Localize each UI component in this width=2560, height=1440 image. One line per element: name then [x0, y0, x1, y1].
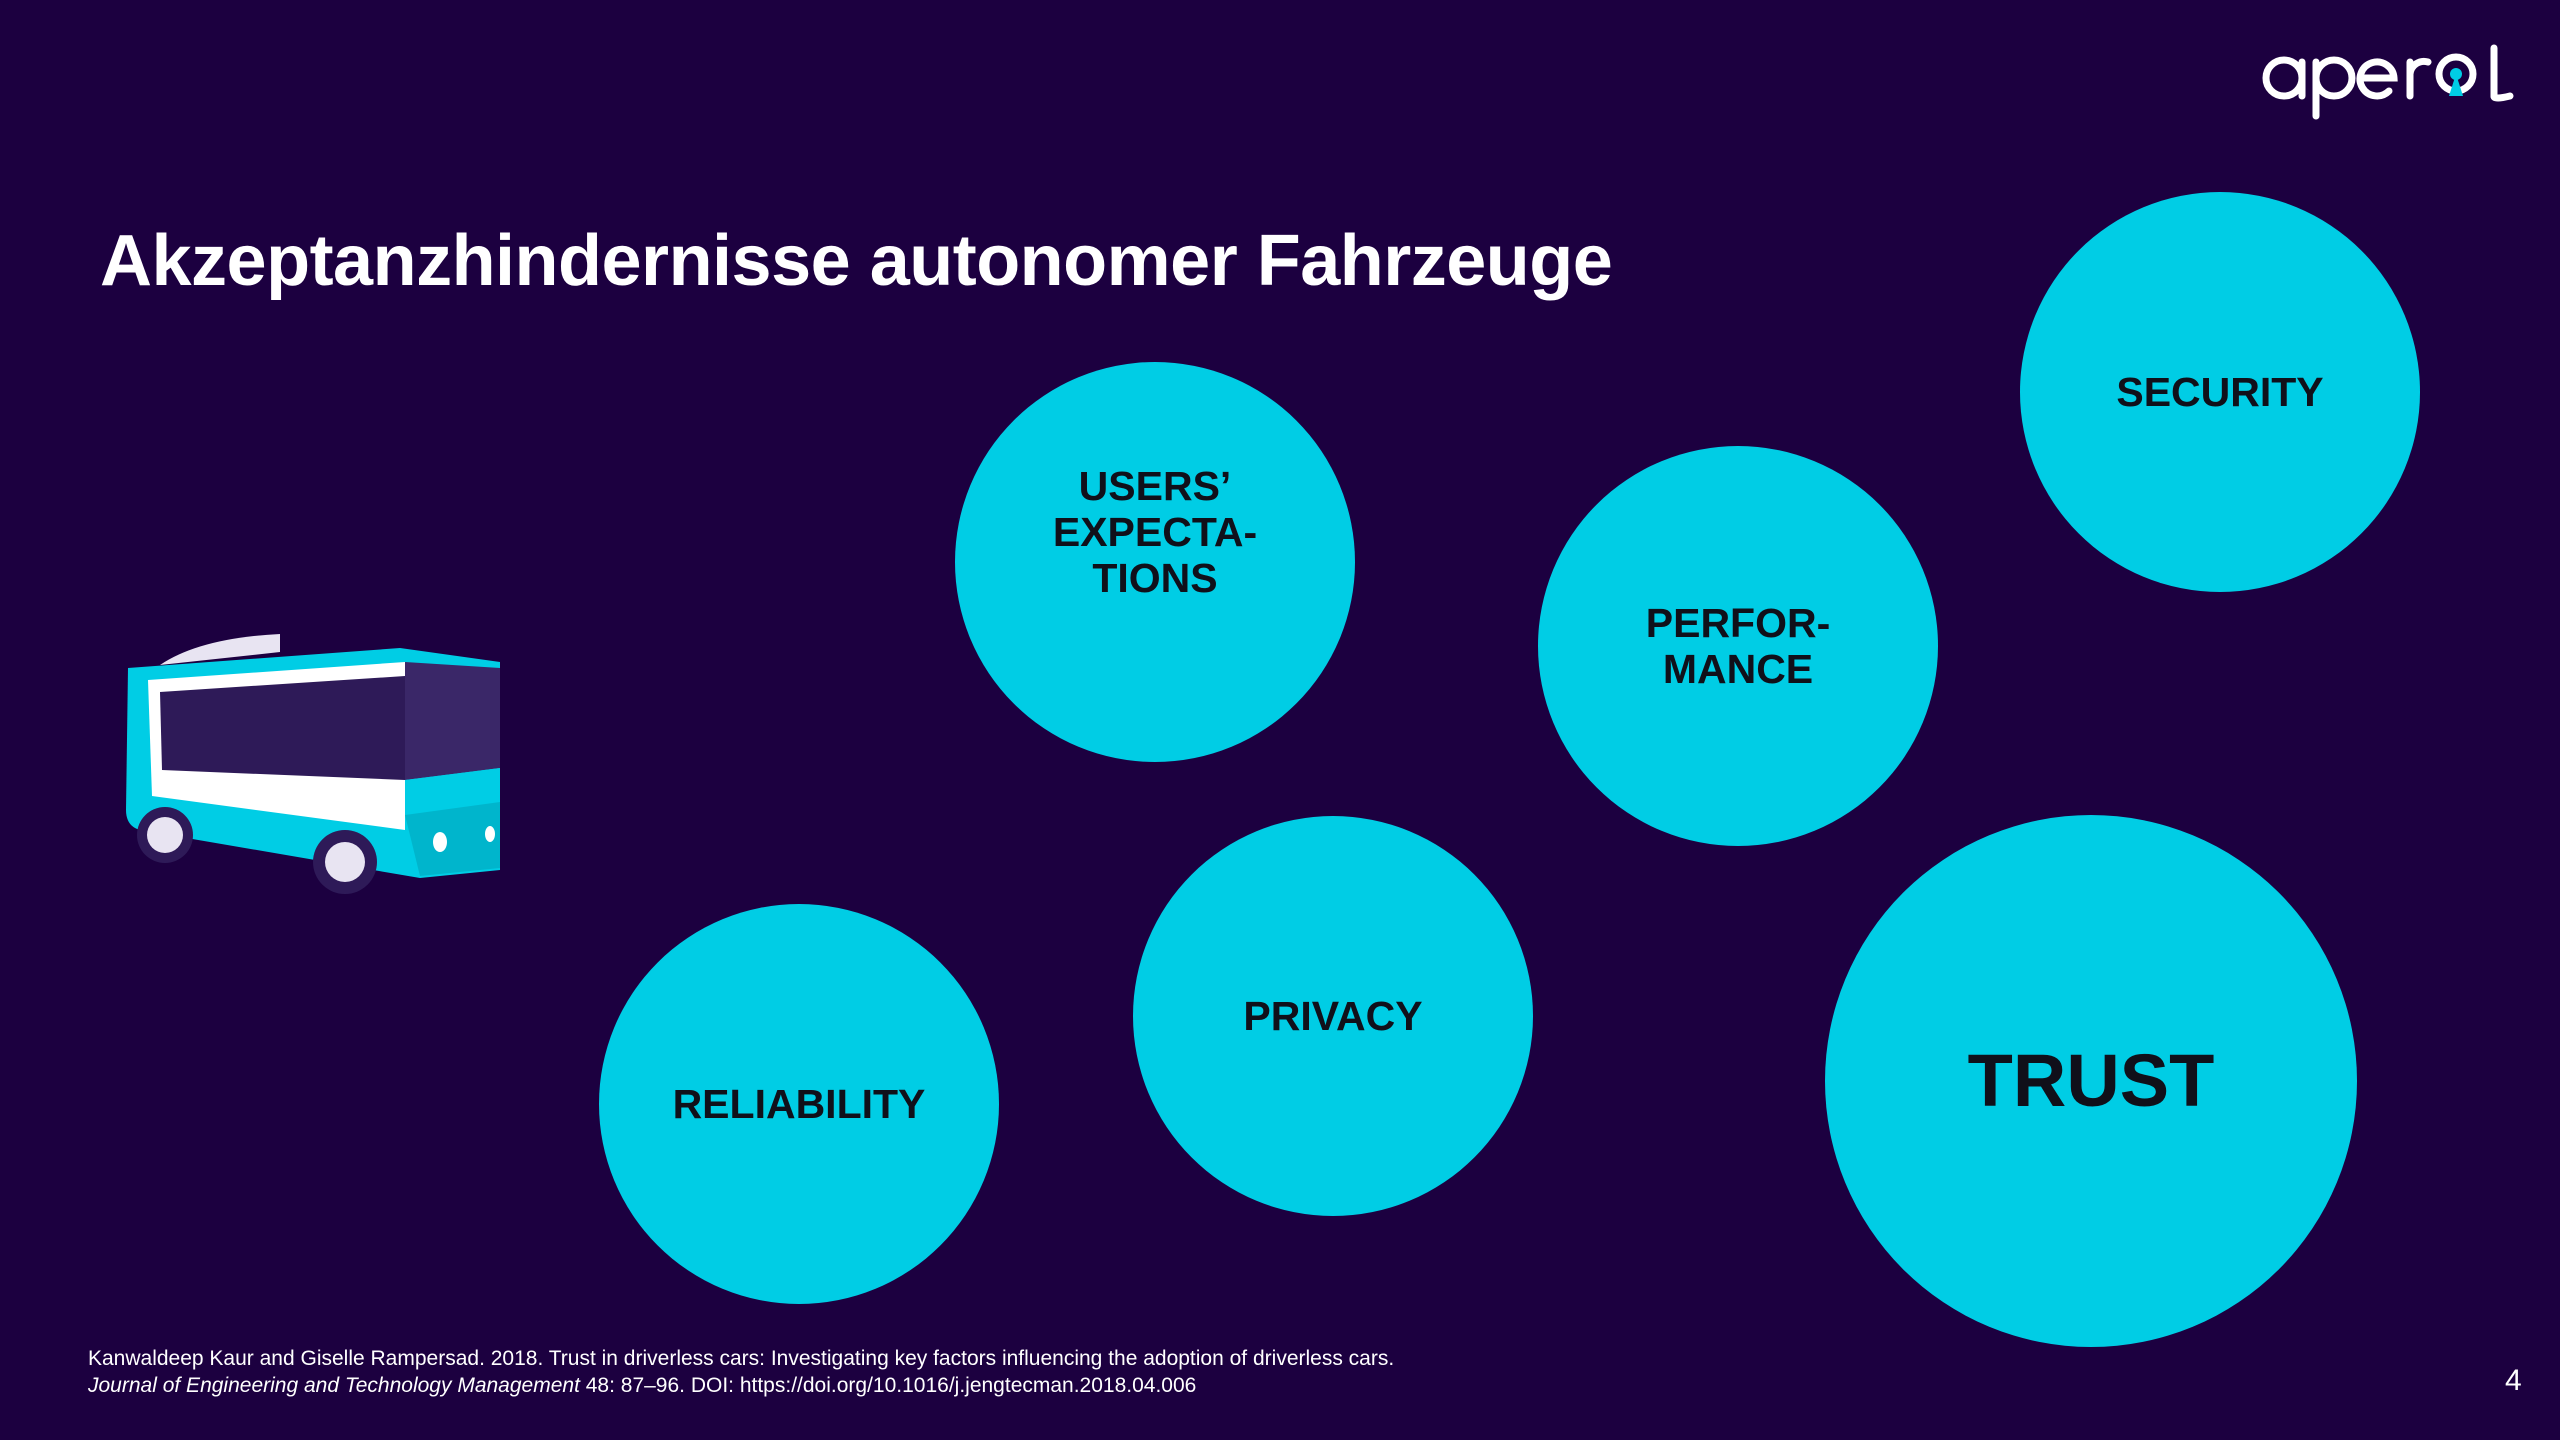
page-number: 4: [2505, 1364, 2522, 1397]
autonomous-shuttle-bus-icon: [126, 634, 500, 894]
bubble-trust: TRUST: [1825, 815, 2357, 1347]
citation: Kanwaldeep Kaur and Giselle Rampersad. 2…: [88, 1345, 1394, 1399]
bubble-reliability: RELIABILITY: [599, 904, 999, 1304]
citation-journal: Journal of Engineering and Technology Ma…: [88, 1374, 580, 1397]
page-title: Akzeptanzhindernisse autonomer Fahrzeuge: [100, 221, 1613, 301]
bubble-performance: PERFOR- MANCE: [1538, 446, 1938, 846]
bubble-privacy: PRIVACY: [1133, 816, 1533, 1216]
citation-line-2: Journal of Engineering and Technology Ma…: [88, 1372, 1394, 1399]
citation-details: 48: 87–96. DOI: https://doi.org/10.1016/…: [579, 1374, 1197, 1397]
aperol-logo: [2262, 44, 2514, 120]
bubble-security: SECURITY: [2020, 192, 2420, 592]
bubble-users-expectations: USERS’ EXPECTA- TIONS: [955, 362, 1355, 762]
citation-line-1: Kanwaldeep Kaur and Giselle Rampersad. 2…: [88, 1347, 1395, 1370]
